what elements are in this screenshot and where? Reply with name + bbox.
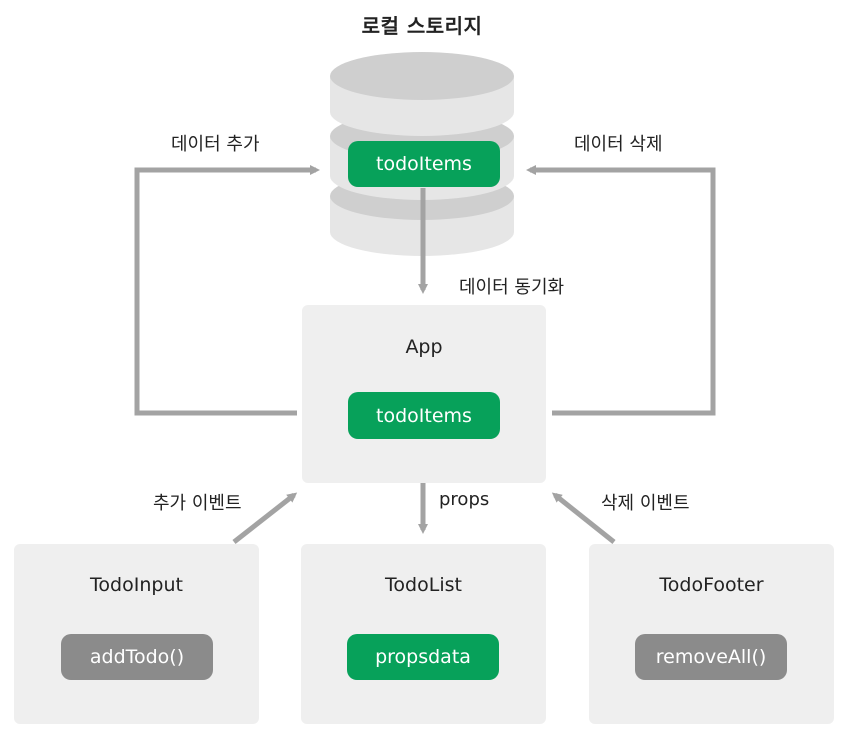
props-data: propsdata [347, 634, 499, 680]
app-title: App [405, 336, 443, 358]
todo-list-title: TodoList [385, 574, 462, 596]
add-data-label: 데이터 추가 [171, 134, 260, 155]
delete-data-label: 데이터 삭제 [574, 134, 663, 155]
todo-list-box: TodoList propsdata [301, 544, 546, 724]
todo-input-title: TodoInput [90, 574, 183, 596]
remove-all-method: removeAll() [635, 634, 787, 680]
todo-footer-box: TodoFooter removeAll() [589, 544, 834, 724]
sync-data-label: 데이터 동기화 [459, 277, 565, 298]
props-label: props [439, 489, 490, 510]
storage-todo-items: todoItems [348, 141, 500, 187]
add-event-label: 추가 이벤트 [153, 493, 242, 514]
delete-event-label: 삭제 이벤트 [601, 493, 690, 514]
todo-input-box: TodoInput addTodo() [14, 544, 259, 724]
todo-footer-title: TodoFooter [659, 574, 764, 596]
delete-event-arrow [551, 492, 616, 544]
add-data-arrow [134, 165, 320, 416]
add-todo-method: addTodo() [61, 634, 213, 680]
storage-title: 로컬 스토리지 [361, 14, 483, 38]
add-event-arrow [232, 492, 298, 544]
delete-data-arrow [526, 165, 716, 416]
app-todo-items: todoItems [348, 392, 500, 439]
app-component-box: App todoItems [302, 305, 546, 483]
